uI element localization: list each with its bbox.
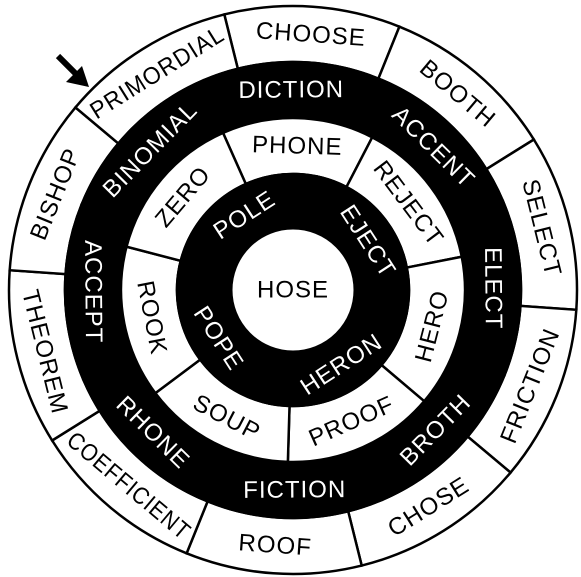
center-circle[interactable] [229,226,357,354]
ring-4-cell[interactable]: CHOOSE [222,4,402,81]
cell-word: FICTION [243,476,346,504]
ring-3-cell[interactable]: FICTION [205,446,384,520]
cell-word: DICTION [238,76,344,104]
cell-word: PHONE [252,131,343,161]
ring-3-cell[interactable]: DICTION [202,60,381,134]
center-word: HOSE [257,277,329,304]
cell-word: ELECT [479,247,507,330]
ring-2-cell[interactable]: PHONE [221,116,374,189]
cell-word: ACCEPT [79,240,107,344]
ring-3-cell[interactable]: ACCEPT [63,202,137,381]
cell-word: ROOF [238,529,313,561]
arrow-icon [55,53,89,87]
ring-4-cell[interactable]: ROOF [184,499,364,576]
